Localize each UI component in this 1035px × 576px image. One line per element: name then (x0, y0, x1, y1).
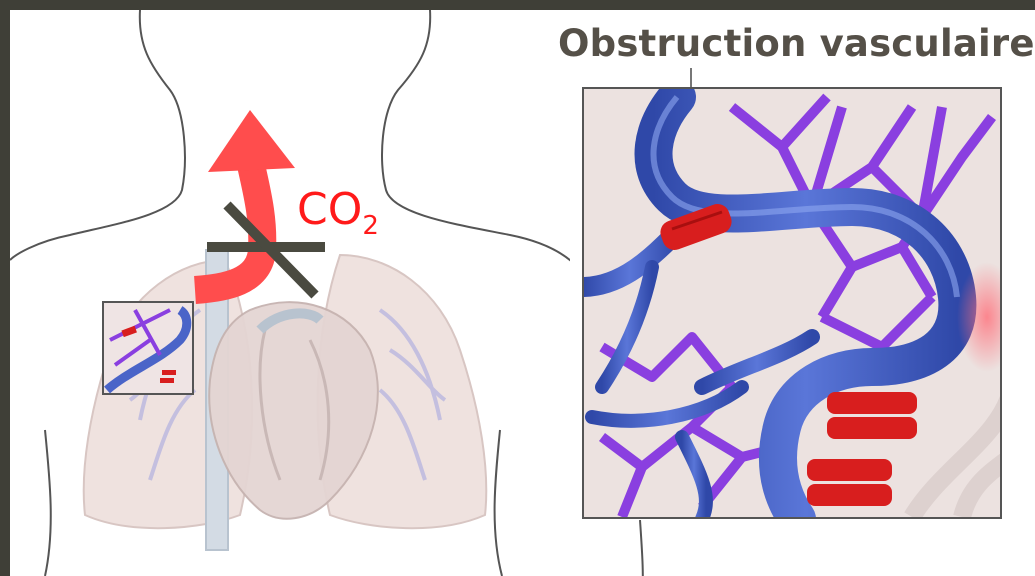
inset-thumbnail (103, 302, 193, 394)
page-title: Obstruction vasculaire (558, 22, 1035, 65)
figure-panel: CO2 Obstruction vasculaire (10, 10, 1035, 576)
gas-label-subscript: 2 (362, 211, 379, 241)
gas-label-base: CO (297, 184, 362, 235)
vascular-zoom-panel (582, 87, 1002, 519)
body-outline-extension (632, 520, 652, 576)
gas-label: CO2 (297, 184, 379, 241)
body-illustration (10, 10, 570, 576)
